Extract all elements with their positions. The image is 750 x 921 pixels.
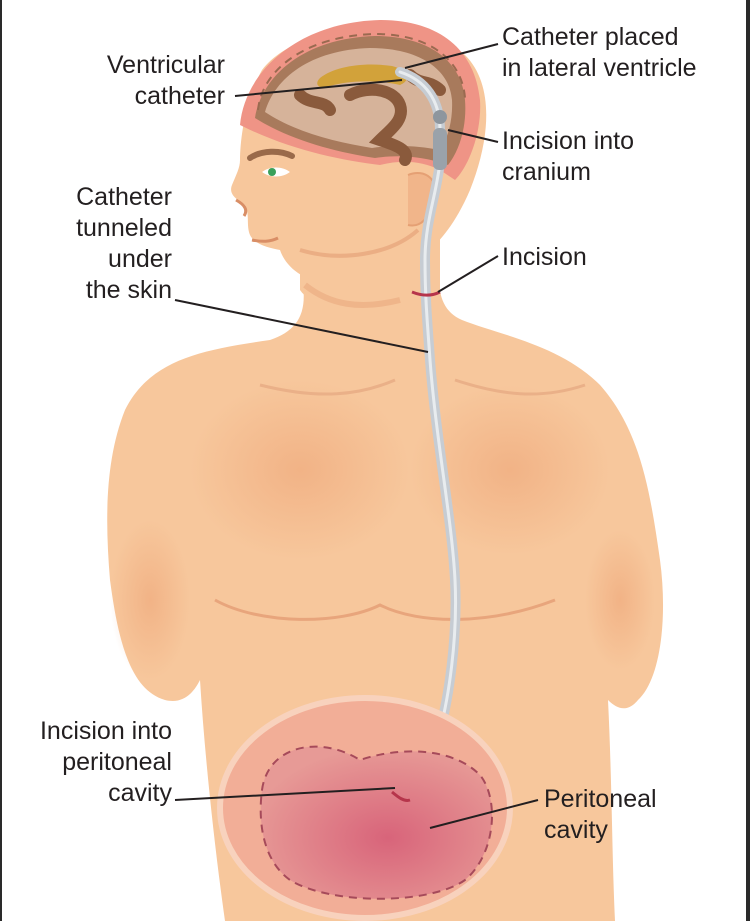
leader-incision — [438, 256, 498, 292]
frame-right-edge — [746, 0, 750, 921]
chest-shading-left — [190, 380, 410, 560]
label-catheter-placed: Catheter placed in lateral ventricle — [502, 22, 697, 84]
shoulder-shading-left — [110, 520, 190, 680]
shunt-reservoir — [433, 110, 447, 124]
shunt-valve — [433, 128, 447, 170]
label-incision-cranium: Incision into cranium — [502, 126, 634, 188]
label-peritoneal-cavity: Peritoneal cavity — [544, 784, 657, 846]
frame-left-edge — [0, 0, 2, 921]
label-catheter-tunneled: Catheter tunneled under the skin — [76, 182, 172, 306]
label-incision-peritoneal: Incision into peritoneal cavity — [40, 716, 172, 809]
label-incision: Incision — [502, 242, 587, 273]
shoulder-shading-right — [585, 530, 655, 670]
iris — [268, 168, 276, 176]
peritoneal-cavity — [261, 747, 492, 899]
label-ventricular-catheter: Ventricular catheter — [107, 50, 225, 112]
